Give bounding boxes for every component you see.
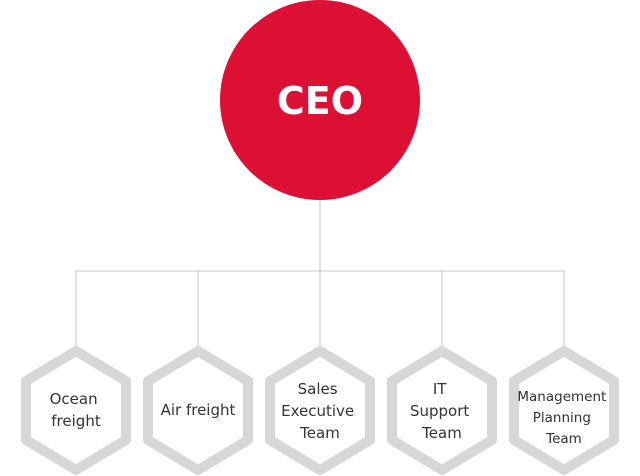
team-label-line: Support xyxy=(410,402,469,420)
connector-lines xyxy=(75,200,565,350)
team-label: IT Support Team xyxy=(410,380,474,442)
team-label: Management Planning Team xyxy=(517,389,610,447)
ceo-node: CEO xyxy=(220,0,420,200)
hexagon-shape xyxy=(143,346,253,475)
team-node-air-freight: Air freight xyxy=(143,346,253,475)
team-label: Sales Executive Team xyxy=(281,380,359,442)
ceo-label: CEO xyxy=(277,79,363,123)
team-node-management-planning-team: Management Planning Team xyxy=(509,346,619,475)
team-node-ocean-freight: Ocean freight xyxy=(21,346,131,475)
team-label-line: IT xyxy=(433,380,447,398)
team-label-line: Executive xyxy=(281,402,354,420)
team-node-it-support-team: IT Support Team xyxy=(387,346,497,475)
team-node-sales-executive-team: Sales Executive Team xyxy=(265,346,375,475)
team-label-line: Team xyxy=(545,431,582,447)
hexagon-shape xyxy=(265,346,375,475)
team-label-line: Team xyxy=(299,424,340,442)
hexagon-shape xyxy=(387,346,497,475)
team-label-line: Air freight xyxy=(161,401,236,419)
team-label-line: Ocean xyxy=(50,390,98,408)
ceo-circle xyxy=(220,0,420,200)
team-label-line: Sales xyxy=(298,380,338,398)
team-label-line: Team xyxy=(421,424,462,442)
team-label: Air freight xyxy=(161,401,236,419)
team-label-line: freight xyxy=(51,412,101,430)
team-label-line: Management xyxy=(517,389,606,405)
team-label: Ocean freight xyxy=(50,390,103,430)
team-label-line: Planning xyxy=(533,410,591,426)
hexagon-shape xyxy=(509,346,619,475)
hexagon-shape xyxy=(21,346,131,475)
